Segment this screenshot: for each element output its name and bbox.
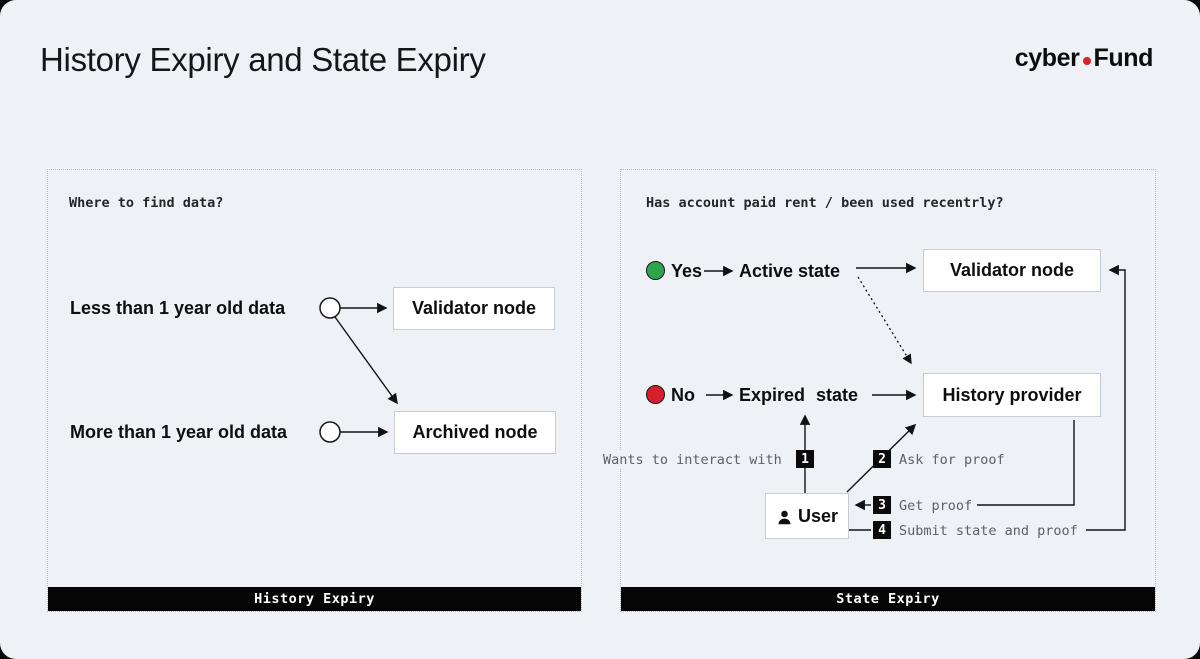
- step2-label: Ask for proof: [899, 452, 1005, 468]
- yes-label: Yes: [671, 261, 703, 281]
- history-provider-box: History provider: [923, 373, 1101, 417]
- right-question: Has account paid rent / been used recent…: [646, 195, 1004, 211]
- logo-text-prefix: cyber: [1014, 44, 1080, 72]
- logo-dot-icon: [1082, 56, 1091, 65]
- brand-logo: cyber Fund: [1014, 44, 1154, 73]
- active-state-label: Active state: [739, 261, 841, 281]
- history-expiry-panel: History Expiry: [47, 169, 582, 612]
- history-expiry-footer: History Expiry: [48, 587, 581, 611]
- user-icon: [778, 510, 791, 524]
- validator-node-box-left: Validator node: [393, 287, 555, 330]
- state-expiry-footer: State Expiry: [621, 587, 1155, 611]
- user-label: User: [797, 505, 839, 526]
- step4-badge: 4: [873, 521, 891, 539]
- step3-badge: 3: [873, 496, 891, 514]
- more-than-1year-label: More than 1 year old data: [70, 422, 288, 442]
- no-label: No: [671, 385, 695, 405]
- step1-badge: 1: [796, 450, 814, 468]
- logo-text-suffix: Fund: [1093, 44, 1154, 72]
- expired-state-label: Expired state: [739, 385, 859, 405]
- left-question: Where to find data?: [69, 195, 224, 211]
- yes-status-dot-icon: [646, 261, 665, 280]
- page-title: History Expiry and State Expiry: [40, 41, 486, 78]
- no-status-dot-icon: [646, 385, 665, 404]
- step2-badge: 2: [873, 450, 891, 468]
- step4-label: Submit state and proof: [899, 523, 1078, 539]
- less-than-1year-label: Less than 1 year old data: [70, 298, 286, 318]
- user-box: User: [765, 493, 849, 539]
- validator-node-box-right: Validator node: [923, 249, 1101, 292]
- step1-label: Wants to interact with: [601, 451, 784, 469]
- archived-node-box: Archived node: [394, 411, 556, 454]
- step3-label: Get proof: [899, 498, 973, 514]
